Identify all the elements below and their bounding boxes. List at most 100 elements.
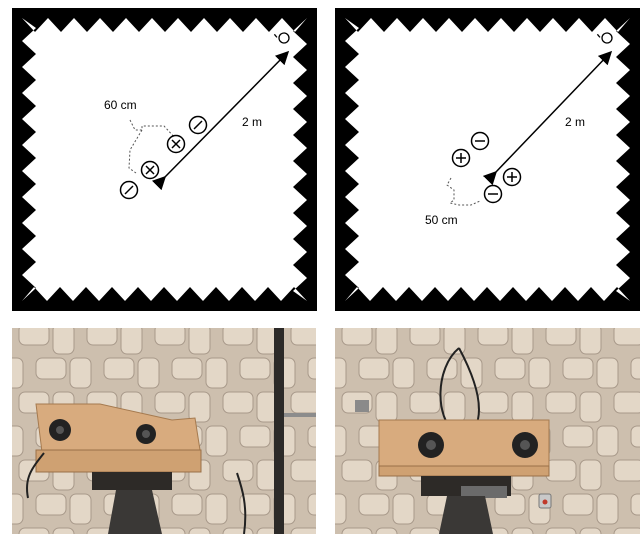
foam-wedge — [239, 493, 271, 516]
speaker-driver — [426, 440, 436, 450]
foam-wedge — [596, 493, 619, 525]
foam-wedge — [511, 527, 534, 539]
foam-wedge — [171, 357, 203, 380]
foam-wedge — [477, 323, 509, 346]
distance-label: 2 m — [565, 115, 585, 129]
foam-wedge — [545, 323, 577, 346]
foam-wedge — [188, 323, 211, 355]
foam-wedge — [375, 527, 398, 539]
cable-tray — [274, 328, 284, 534]
foam-wedge — [35, 357, 67, 380]
foam-wedge — [188, 391, 211, 423]
foam-wedge — [154, 323, 186, 346]
foam-wedge — [562, 425, 594, 448]
right-room-diagram: 2 m 50 cm — [335, 8, 640, 311]
spacing-bracket — [446, 177, 481, 206]
foam-wedge — [409, 391, 441, 414]
wall-bracket — [355, 400, 369, 412]
speaker-driver — [520, 440, 530, 450]
right-speaker-photo — [324, 323, 641, 539]
foam-wedge — [171, 493, 203, 516]
foam-wedge — [307, 357, 339, 380]
speaker-cabinet — [35, 449, 202, 473]
foam-wedge — [613, 459, 641, 482]
speaker-cabinet — [378, 465, 550, 477]
foam-wedge — [1, 493, 24, 525]
foam-wedge — [545, 391, 577, 414]
foam-wedge — [52, 323, 75, 355]
speaker-driver — [142, 430, 150, 438]
foam-wedge — [222, 459, 254, 482]
foam-wedge — [392, 357, 415, 389]
speaker-cross-icon — [166, 134, 186, 154]
listener-distance-arrow — [151, 50, 290, 191]
foam-wedge — [154, 391, 186, 414]
foam-wedge — [375, 391, 398, 423]
foam-wedge — [1, 357, 24, 389]
cable — [236, 472, 247, 535]
left-speaker-photo — [1, 323, 347, 539]
stand-top — [92, 472, 172, 490]
speaker-minus-icon — [188, 115, 208, 135]
speaker-minus-icon — [483, 184, 503, 204]
foam-wedge — [188, 527, 211, 539]
foam-wedge — [409, 527, 441, 539]
amplifier-box — [461, 486, 507, 498]
anechoic-wall — [335, 8, 640, 311]
foam-wedge — [35, 493, 67, 516]
foam-wedge — [69, 357, 92, 389]
foam-wedge — [222, 527, 254, 539]
foam-wedge — [18, 323, 50, 346]
stand-base — [439, 496, 493, 534]
cable — [26, 452, 45, 499]
foam-wedge — [324, 357, 347, 389]
foam-wedge — [239, 425, 271, 448]
left-room-diagram: 2 m 60 cm — [12, 8, 317, 311]
foam-wedge — [545, 459, 577, 482]
foam-wedge — [613, 527, 641, 539]
foam-wedge — [443, 391, 466, 423]
foam-wedge — [392, 493, 415, 525]
foam-wedge — [630, 493, 641, 516]
foam-wedge — [562, 493, 594, 516]
foam-wedge — [613, 323, 641, 346]
speaker-cross-icon — [140, 160, 160, 180]
foam-wedge — [443, 323, 466, 355]
foam-wedge — [324, 493, 347, 525]
foam-wedge — [137, 357, 160, 389]
foam-wedge — [290, 323, 322, 346]
foam-wedge — [222, 323, 254, 346]
foam-wedge — [596, 357, 619, 389]
foam-wedge — [494, 357, 526, 380]
foam-wedge — [477, 391, 509, 414]
right-photo-svg — [324, 323, 641, 539]
spacing-bracket — [128, 119, 178, 174]
spacing-label: 50 cm — [425, 213, 458, 227]
listener-icon — [596, 32, 613, 44]
foam-wedge — [341, 323, 373, 346]
foam-wedge — [69, 493, 92, 525]
foam-wedge — [579, 391, 602, 423]
foam-wedge — [307, 493, 339, 516]
anechoic-wall — [12, 8, 317, 311]
foam-wedge — [1, 425, 24, 457]
foam-wedge — [562, 357, 594, 380]
foam-wedge — [290, 459, 322, 482]
left-room-svg: 2 m 60 cm — [12, 8, 317, 311]
foam-wedge — [528, 357, 551, 389]
foam-wedge — [205, 425, 228, 457]
foam-wedge — [545, 527, 577, 539]
left-photo-svg — [1, 323, 347, 539]
foam-wedge — [120, 323, 143, 355]
listener-icon — [273, 32, 290, 44]
foam-wedge — [358, 493, 390, 516]
foam-wedge — [358, 357, 390, 380]
foam-wedge — [579, 527, 602, 539]
foam-wedge — [511, 391, 534, 423]
foam-wedge — [52, 527, 75, 539]
foam-wedge — [630, 425, 641, 448]
foam-wedge — [375, 323, 398, 355]
foam-wedge — [239, 357, 271, 380]
foam-wedge — [341, 527, 373, 539]
foam-wedge — [409, 323, 441, 346]
